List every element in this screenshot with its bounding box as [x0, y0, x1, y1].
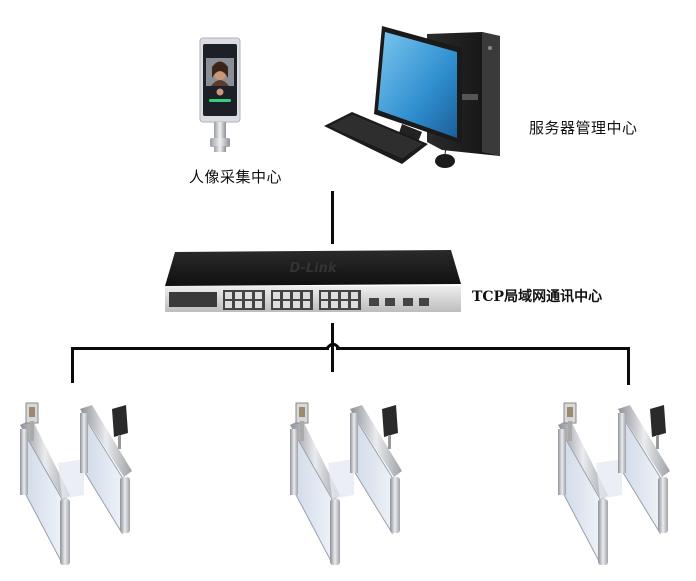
server-label: 服务器管理中心	[529, 119, 638, 137]
turnstile-gate-icon	[2, 395, 172, 575]
connection-line-switch-down	[331, 323, 334, 372]
turnstile-gate-icon	[272, 395, 442, 575]
drop-line-right	[627, 347, 630, 385]
network-switch-icon: D-Link	[165, 250, 461, 312]
face-capture-label: 人像采集中心	[189, 168, 283, 186]
turnstile-gate-icon	[540, 395, 696, 575]
bus-line-left	[71, 347, 329, 350]
face-capture-terminal-icon	[199, 37, 241, 152]
connection-line-top	[331, 191, 334, 244]
server-computer-icon	[324, 26, 500, 168]
bus-line-crossover	[325, 342, 341, 350]
drop-line-left	[71, 347, 74, 383]
bus-line-right	[336, 347, 630, 350]
svg-text:D-Link: D-Link	[289, 261, 337, 276]
switch-label: TCP局域网通讯中心	[472, 289, 603, 305]
